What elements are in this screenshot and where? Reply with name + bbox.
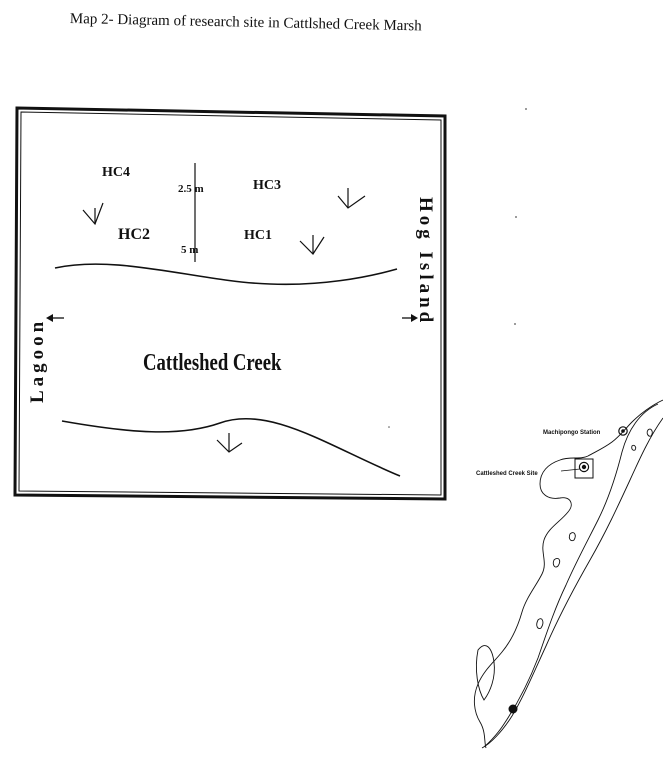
- hog-island-label: Hog Island: [415, 197, 436, 326]
- creek-label: Cattleshed Creek: [143, 349, 281, 376]
- right-arrow-icon: [402, 314, 418, 322]
- creek-lower-bank: [61, 418, 401, 477]
- plot-label-hc2: HC2: [118, 226, 150, 243]
- plot-label-hc3: HC3: [253, 178, 281, 193]
- station-marker-icon: [618, 426, 628, 436]
- site-location-box: [574, 458, 594, 479]
- barrier-island: [481, 403, 663, 749]
- plot-label-hc1: HC1: [244, 228, 272, 243]
- left-arrow-icon: [46, 314, 64, 322]
- scale-label-5m: 5 m: [181, 244, 198, 256]
- scale-label-2-5m: 2.5 m: [178, 183, 204, 195]
- inset-location-map: [473, 399, 663, 749]
- speck: [515, 216, 517, 218]
- site-diagram: HC4 HC3 HC2 HC1 2.5 m 5 m Cattleshed Cre…: [13, 106, 447, 501]
- creek-upper-bank: [54, 263, 398, 286]
- site-marker-icon: [578, 461, 590, 473]
- marsh-grass-icon: [216, 433, 243, 453]
- diagram-frame: [13, 106, 447, 501]
- inset-label-site: Cattleshed Creek Site: [476, 471, 538, 477]
- speck: [525, 108, 527, 110]
- speck: [388, 426, 390, 428]
- inset-label-station: Machipongo Station: [543, 430, 601, 436]
- southern-marker-icon: [508, 704, 518, 714]
- lagoon-peninsula: [475, 645, 495, 701]
- plot-label-hc4: HC4: [102, 165, 130, 180]
- speck: [514, 323, 516, 325]
- diagram-frame-inner: [18, 111, 442, 496]
- mainland-shoreline: [473, 399, 663, 749]
- lagoon-label: Lagoon: [27, 318, 48, 403]
- marsh-grass-icon: [337, 188, 366, 209]
- marsh-grass-icon: [82, 202, 104, 226]
- marsh-grass-icon: [299, 235, 325, 255]
